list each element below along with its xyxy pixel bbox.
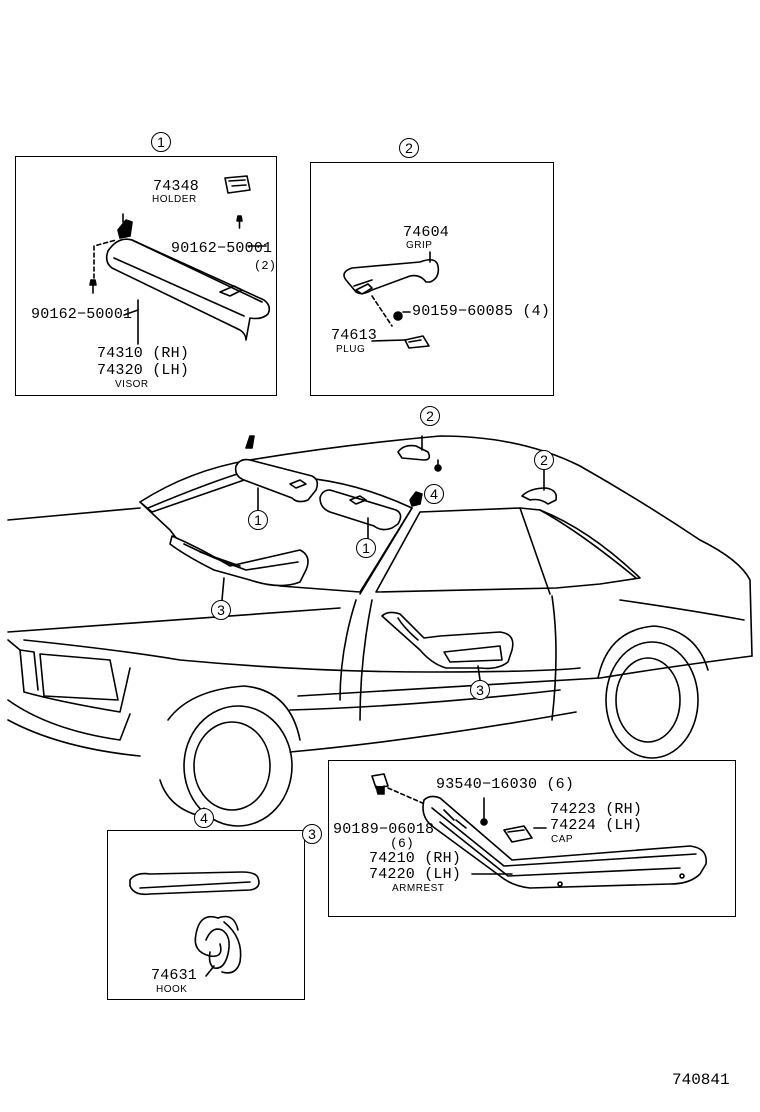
screw-left-part-number: 90162−50001 <box>31 306 133 323</box>
armrest-part <box>422 795 707 889</box>
car-visor-left <box>234 435 319 503</box>
grip-dashed-line <box>371 295 393 327</box>
callout-2-roof-rear: 2 <box>534 450 554 470</box>
armrest-part-name: ARMREST <box>392 883 445 894</box>
cap-part-number-rh: 74223 (RH) <box>550 801 643 818</box>
callout-3-door-armrest: 3 <box>470 680 490 700</box>
callout-3-front-armrest: 3 <box>211 600 231 620</box>
car-visor-right <box>319 489 423 531</box>
holder-part <box>224 175 251 194</box>
car-armrest-front <box>169 535 309 587</box>
armrest-screw-part <box>480 818 488 826</box>
visor-part-number-rh: 74310 (RH) <box>97 345 190 362</box>
plug-part-number: 74613 <box>331 327 378 344</box>
grip-part <box>343 258 440 295</box>
visor-part <box>105 213 271 341</box>
grip-part-number: 74604 <box>403 224 450 241</box>
hook-part <box>194 915 242 974</box>
car-grip-rear <box>521 487 558 505</box>
callout-2-roof-front: 2 <box>420 406 440 426</box>
hook-group-box <box>107 830 305 1000</box>
left-screw-part <box>89 279 97 294</box>
plug-part <box>404 335 430 349</box>
callout-2-grip-box: 2 <box>399 138 419 158</box>
callout-1-visor-right: 1 <box>356 538 376 558</box>
plug-part-name: PLUG <box>336 344 366 355</box>
grip-screw-part <box>393 311 403 321</box>
clip-part-number: 90189−06018 <box>333 821 435 838</box>
cap-part-name: CAP <box>551 834 574 845</box>
diagram-reference-number: 740841 <box>672 1071 730 1089</box>
armrest-clip-part <box>371 773 389 795</box>
callout-4-hook-box: 4 <box>194 808 214 828</box>
holder-part-number: 74348 <box>153 178 200 195</box>
visor-part-name: VISOR <box>115 379 149 390</box>
visor-dashed-line <box>93 239 117 279</box>
callout-3-armrest-box: 3 <box>302 824 322 844</box>
leader <box>205 965 215 977</box>
clip-quantity: (6) <box>390 836 415 851</box>
armrest-cap-part <box>503 825 533 843</box>
callout-1-visor-box: 1 <box>151 132 171 152</box>
armrest-part-number-lh: 74220 (LH) <box>369 866 462 883</box>
leader <box>123 309 139 316</box>
grip-screw-part-number: 90159−60085 (4) <box>412 303 551 320</box>
leader <box>477 665 481 681</box>
grip-group-box <box>310 162 554 396</box>
hook-part-name: HOOK <box>156 984 188 995</box>
leader <box>221 577 225 601</box>
callout-4-roof: 4 <box>424 484 444 504</box>
visor-part-number-lh: 74320 (LH) <box>97 362 190 379</box>
callout-1-visor-left: 1 <box>248 510 268 530</box>
armrest-screw-part-number: 93540−16030 (6) <box>436 776 575 793</box>
small-screw-part <box>236 215 243 229</box>
holder-part-name: HOLDER <box>152 194 197 205</box>
armrest-group-box <box>328 760 736 917</box>
leader <box>371 339 406 342</box>
visor-group-box <box>15 156 277 396</box>
car-armrest-door <box>381 611 514 670</box>
hook-grip-part <box>129 871 260 896</box>
screw-right-quantity: (2) <box>254 259 277 273</box>
grip-part-name: GRIP <box>406 240 433 251</box>
car-grip-front <box>397 444 442 472</box>
car-body <box>7 435 753 827</box>
screw-right-part-number: 90162−50001 <box>171 240 273 257</box>
armrest-part-number-rh: 74210 (RH) <box>369 850 462 867</box>
cap-part-number-lh: 74224 (LH) <box>550 817 643 834</box>
hook-part-number: 74631 <box>151 967 198 984</box>
